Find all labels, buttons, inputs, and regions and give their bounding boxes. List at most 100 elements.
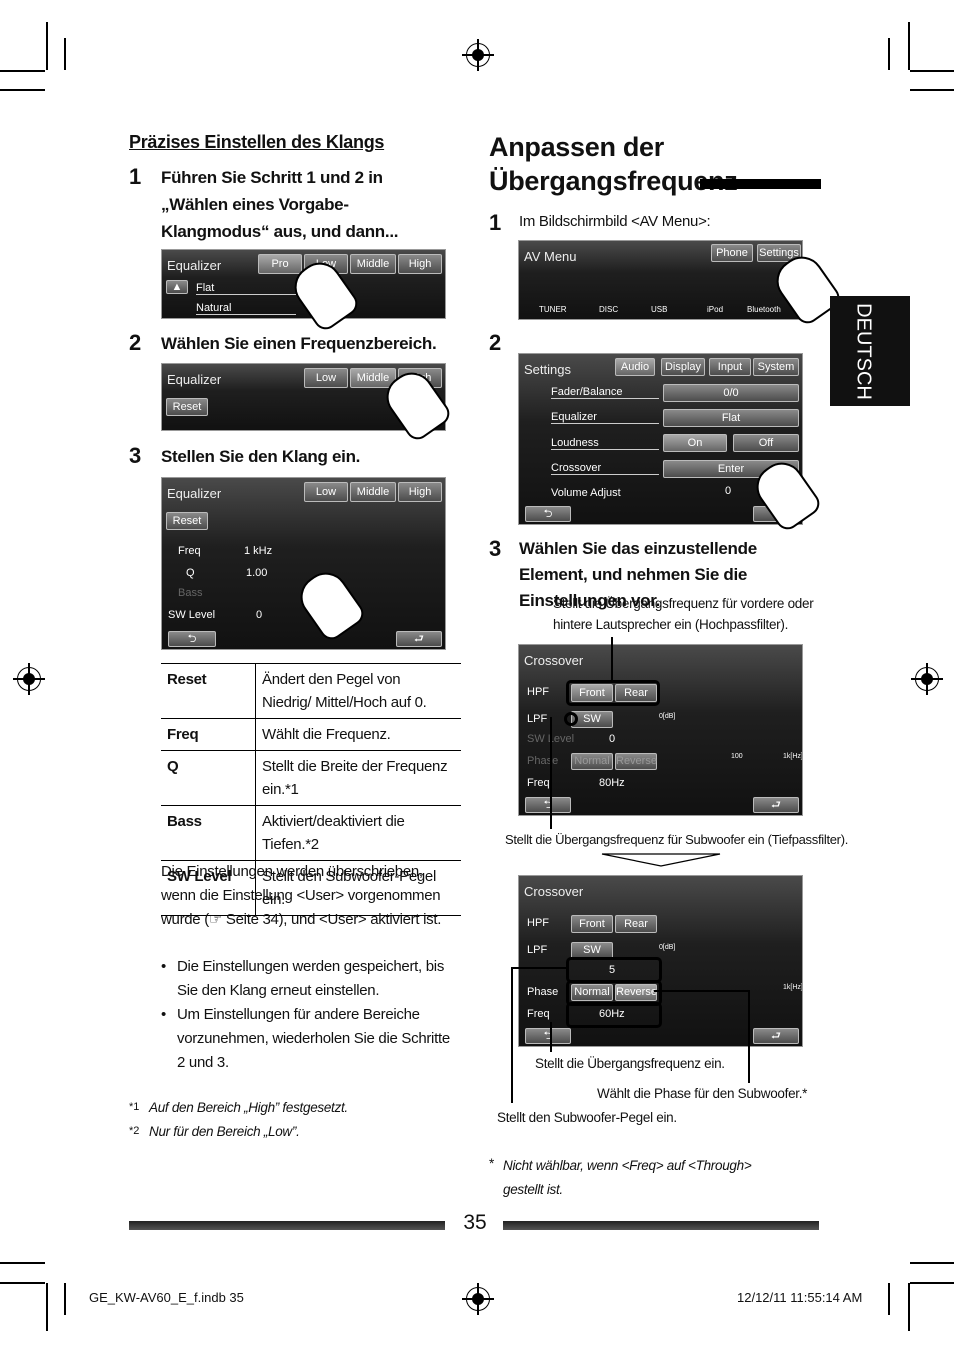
loudness-off-button[interactable]: Off	[733, 434, 799, 452]
usb-label[interactable]: USB	[651, 305, 668, 314]
disc-label[interactable]: DISC	[599, 305, 619, 314]
exit-button[interactable]: ⮐	[396, 631, 442, 647]
tab-high[interactable]: High	[398, 254, 442, 274]
registration-mark-bottom-icon	[462, 1283, 494, 1315]
hpf-label: HPF	[527, 917, 549, 929]
bullet-text: Um Einstellungen für andere Bereiche vor…	[177, 1006, 450, 1071]
rear-button[interactable]: Rear	[615, 684, 657, 702]
tab-pro[interactable]: Pro	[258, 254, 302, 274]
phase-label: Phase	[527, 755, 559, 767]
screen-title: Settings	[524, 362, 571, 377]
av-menu-screen: AV Menu Phone Settings TUNER DISC USB iP…	[518, 240, 803, 320]
freq-value: 80Hz	[599, 777, 625, 789]
bluetooth-label[interactable]: Bluetooth	[747, 305, 781, 314]
tab-system[interactable]: System	[753, 358, 799, 376]
tab-audio[interactable]: Audio	[615, 358, 655, 376]
sw-level-value: 5	[609, 964, 616, 976]
rear-button[interactable]: Rear	[615, 915, 657, 933]
tab-display[interactable]: Display	[661, 358, 705, 376]
page-title-line-1: Anpassen der	[489, 132, 664, 162]
phone-button[interactable]: Phone	[711, 244, 753, 262]
table-value: Stellt die Breite der Frequenz ein.*1	[255, 750, 461, 806]
fader-balance-button[interactable]: 0/0	[663, 384, 799, 402]
language-tab-label: DEUTSCH	[852, 303, 875, 400]
reverse-button[interactable]: Reverse	[615, 984, 657, 1001]
settings-button[interactable]: Settings	[757, 244, 801, 262]
screen-title: Crossover	[524, 884, 584, 899]
equalizer-button[interactable]: Flat	[663, 409, 799, 427]
reset-button[interactable]: Reset	[166, 398, 208, 416]
db-label: 0[dB]	[659, 944, 676, 951]
row-label-equalizer: Equalizer	[551, 411, 659, 424]
ipod-label[interactable]: iPod	[707, 305, 724, 314]
step-number: 3	[489, 536, 502, 561]
callout-hpf: Stellt die Übergangsfrequenz für vordere…	[553, 596, 814, 632]
row-value-freq: 1 kHz	[244, 545, 273, 557]
step-number: 1	[489, 210, 502, 235]
language-tab	[830, 296, 910, 406]
front-button[interactable]: Front	[571, 915, 613, 933]
tab-high[interactable]: High	[398, 482, 442, 502]
table-key: Freq	[161, 718, 256, 751]
footer-file: GE_KW-AV60_E_f.indb 35	[89, 1290, 244, 1305]
loudness-on-button[interactable]: On	[663, 434, 727, 452]
step-number: 1	[129, 164, 142, 189]
title-rule	[700, 179, 821, 189]
tuner-label[interactable]: TUNER	[539, 305, 567, 314]
step-text: Führen Sie Schritt 1 und 2 in „Wählen ei…	[161, 168, 399, 241]
row-value-q: 1.00	[246, 567, 268, 579]
list-item[interactable]: Natural	[196, 302, 296, 315]
normal-button[interactable]: Normal	[571, 984, 613, 1001]
screen-title: Equalizer	[167, 372, 222, 387]
page-title: Anpassen der Übergangsfrequenz	[489, 130, 738, 198]
db-label: 0[dB]	[659, 713, 676, 720]
callout-sw-level: Stellt den Subwoofer-Pegel ein.	[497, 1110, 677, 1125]
tab-input[interactable]: Input	[709, 358, 751, 376]
reverse-button[interactable]: Reverse	[615, 753, 657, 770]
scroll-up-button[interactable]: ▲	[166, 280, 188, 294]
row-label-freq: Freq	[178, 545, 201, 557]
table-key: Reset	[161, 663, 256, 719]
page-number: 35	[463, 1211, 487, 1234]
tab-middle[interactable]: Middle	[350, 254, 396, 274]
back-button[interactable]: ⮌	[168, 631, 216, 647]
screen-title: Equalizer	[167, 258, 222, 273]
screen-title: AV Menu	[524, 249, 577, 264]
normal-button[interactable]: Normal	[571, 753, 613, 770]
tab-middle[interactable]: Middle	[350, 482, 396, 502]
freq-label: Freq	[527, 1008, 550, 1020]
front-button[interactable]: Front	[571, 684, 613, 702]
highlight-lpf	[564, 712, 578, 726]
row-label-fader: Fader/Balance	[551, 386, 659, 399]
bullet-item: • Um Einstellungen für andere Bereiche v…	[161, 1003, 451, 1075]
back-button[interactable]: ⮌	[525, 1028, 571, 1044]
page-bar-left	[129, 1221, 445, 1230]
footnote-text: Auf den Bereich „High” festgesetzt.	[149, 1100, 348, 1115]
step-number: 2	[489, 330, 502, 355]
back-button[interactable]: ⮌	[525, 797, 571, 813]
tab-low[interactable]: Low	[304, 368, 348, 388]
list-item[interactable]: Flat	[196, 282, 296, 295]
note-text: Nicht wählbar, wenn <Freq> auf <Through>…	[503, 1158, 752, 1197]
back-button[interactable]: ⮌	[525, 506, 571, 522]
step-text: Im Bildschirmbild <AV Menu>:	[519, 213, 711, 230]
x-tick-100: 100	[731, 753, 743, 760]
table-value: Aktiviert/deaktiviert die Tiefen.*2	[255, 805, 461, 861]
tab-low[interactable]: Low	[304, 482, 348, 502]
footnote-mark: *2	[129, 1125, 140, 1137]
table-key: SW Level	[161, 860, 256, 916]
equalizer-screen-3: Equalizer Low Middle High Reset Freq 1 k…	[161, 477, 446, 650]
reset-button[interactable]: Reset	[166, 512, 208, 530]
freq-label: Freq	[527, 777, 550, 789]
row-label-q: Q	[186, 567, 195, 579]
exit-button[interactable]: ⮐	[753, 1028, 799, 1044]
step-text: Stellen Sie den Klang ein.	[161, 447, 361, 466]
sw-level-value: 0	[609, 733, 616, 745]
down-arrow-icon	[601, 853, 721, 867]
sw-button[interactable]: SW	[571, 711, 613, 728]
table-key: Q	[161, 750, 256, 806]
table-key: Bass	[161, 805, 256, 861]
callout-freq: Stellt die Übergangsfrequenz ein.	[535, 1056, 725, 1071]
exit-button[interactable]: ⮐	[753, 797, 799, 813]
